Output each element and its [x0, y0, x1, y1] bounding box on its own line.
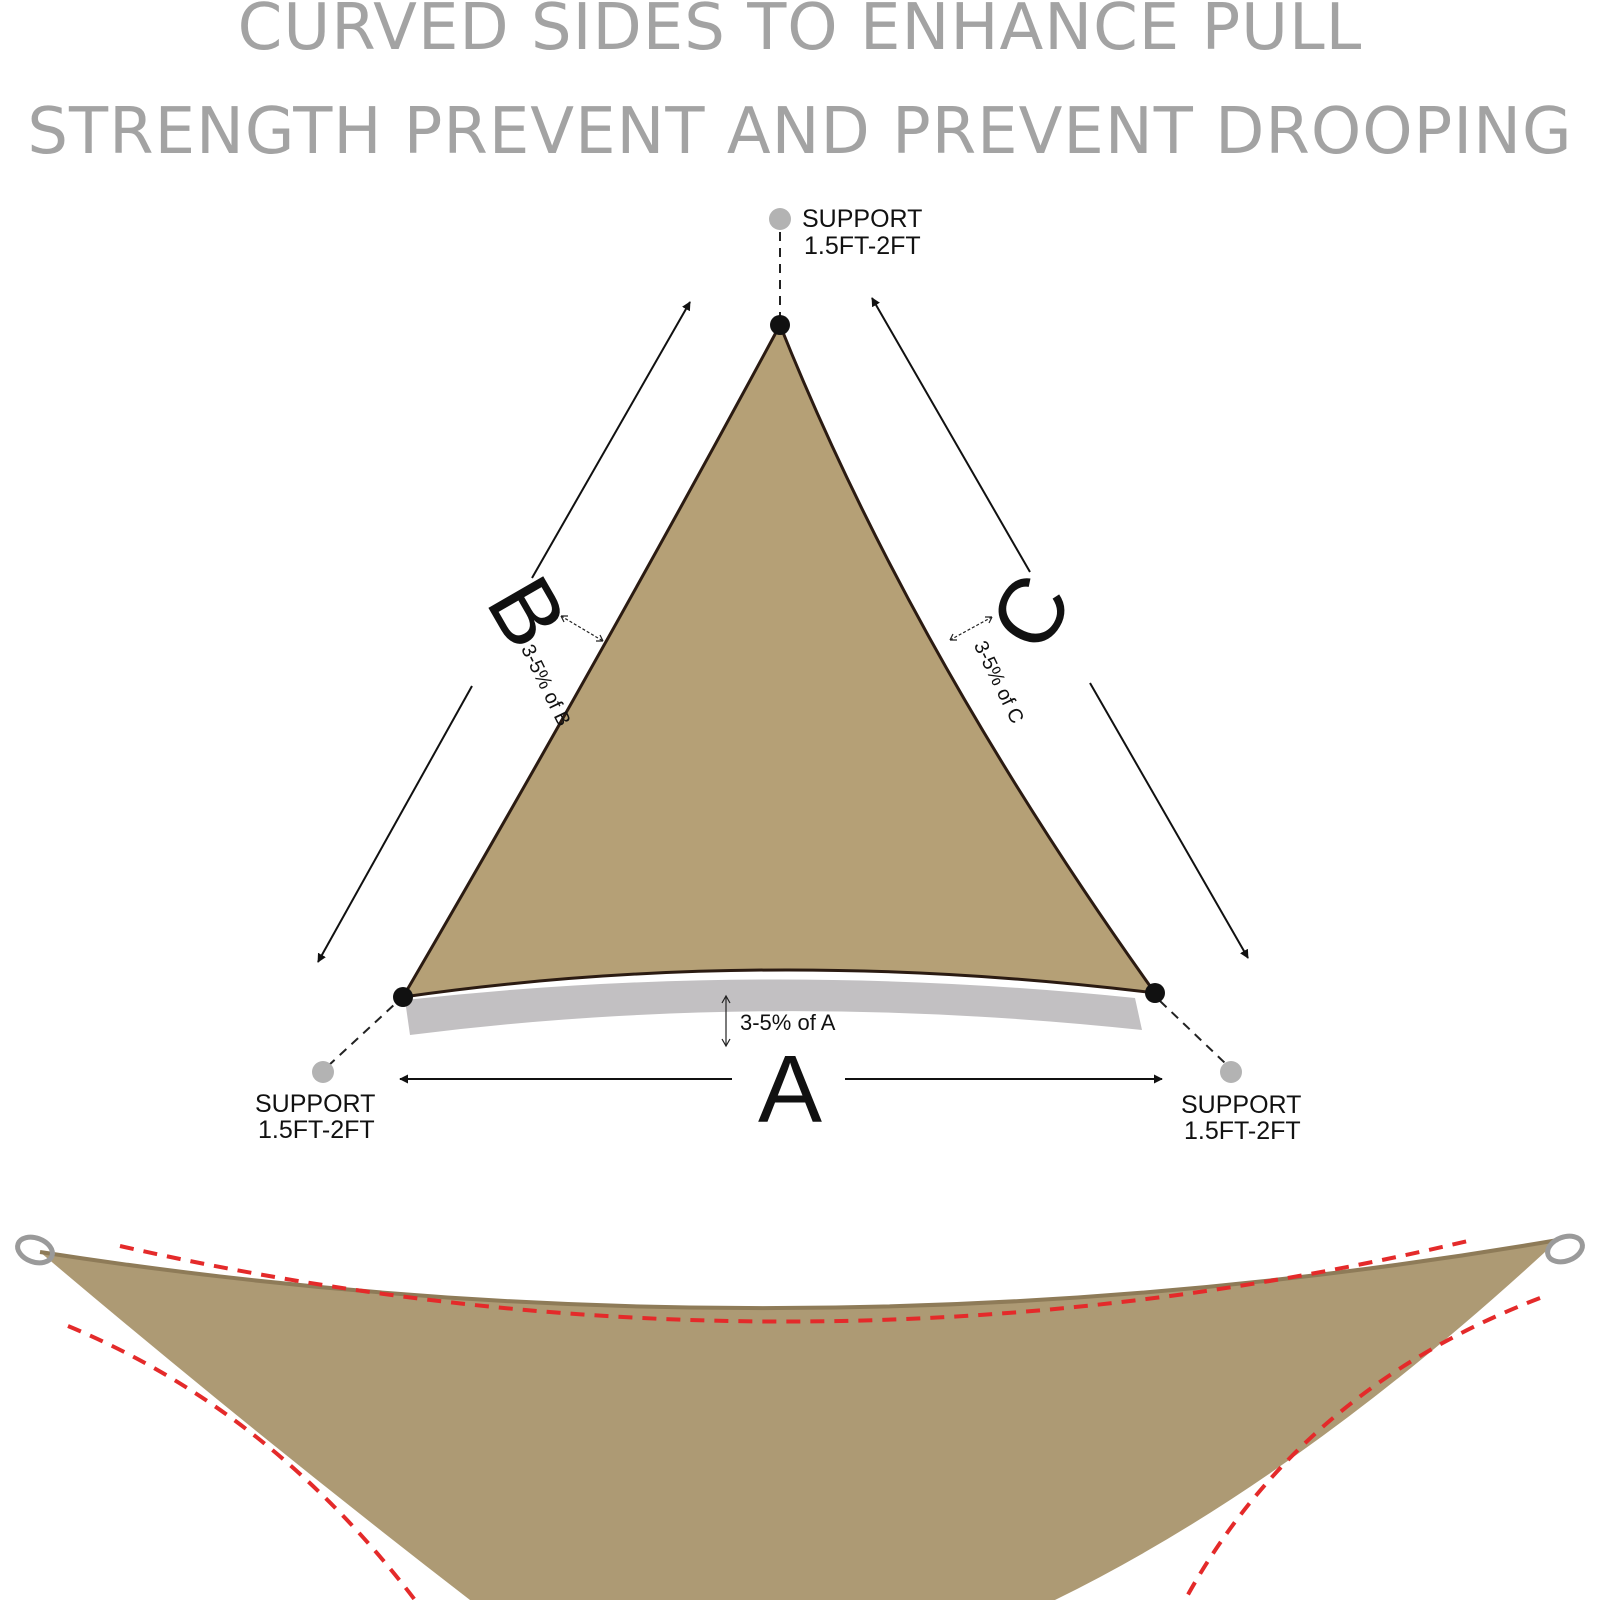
triangle-sail [400, 321, 1159, 999]
support-point-top [769, 208, 791, 230]
sail-ring-left [15, 1234, 55, 1266]
headline-line-2: STRENGTH PREVENT AND PREVENT DROOPING [27, 95, 1573, 169]
support-line-right [1159, 1000, 1227, 1065]
curve-note-b: 3-5% of B [516, 641, 574, 730]
support-point-left [312, 1061, 334, 1083]
curve-depth-c-marker [949, 616, 993, 641]
sail-ring-right [1545, 1233, 1585, 1265]
curve-note-c: 3-5% of C [969, 638, 1028, 728]
red-dashed-right-curve [1183, 1296, 1541, 1600]
red-dashed-left-curve [67, 1324, 417, 1600]
sail-photo-hem [39, 1238, 1559, 1311]
base-curve-shadow [405, 979, 1142, 1035]
sail-photo-fabric [40, 1240, 1558, 1600]
side-c-arrow-upper [871, 297, 1031, 573]
support-line-left [327, 1002, 397, 1067]
support-left-length: 1.5FT-2FT [258, 1116, 375, 1144]
side-label-a: A [758, 1036, 822, 1143]
support-top-label: SUPPORT [802, 205, 922, 233]
red-dashed-top-curve [119, 1238, 1473, 1324]
side-c-arrow-lower [1089, 682, 1249, 959]
support-left-label: SUPPORT [255, 1090, 375, 1118]
headline-line-1: CURVED SIDES TO ENHANCE PULL [237, 0, 1363, 65]
support-right-label: SUPPORT [1181, 1091, 1301, 1119]
corner-dot-right [1145, 983, 1165, 1003]
side-b-arrow-upper [531, 301, 691, 579]
corner-dot-left [393, 987, 413, 1007]
support-point-right [1220, 1061, 1242, 1083]
curve-depth-b-marker [560, 615, 604, 642]
support-right-length: 1.5FT-2FT [1184, 1117, 1301, 1145]
curve-note-a: 3-5% of A [740, 1010, 836, 1035]
side-b-arrow-lower [317, 685, 473, 963]
corner-dot-top [770, 315, 790, 335]
support-top-length: 1.5FT-2FT [804, 232, 921, 260]
